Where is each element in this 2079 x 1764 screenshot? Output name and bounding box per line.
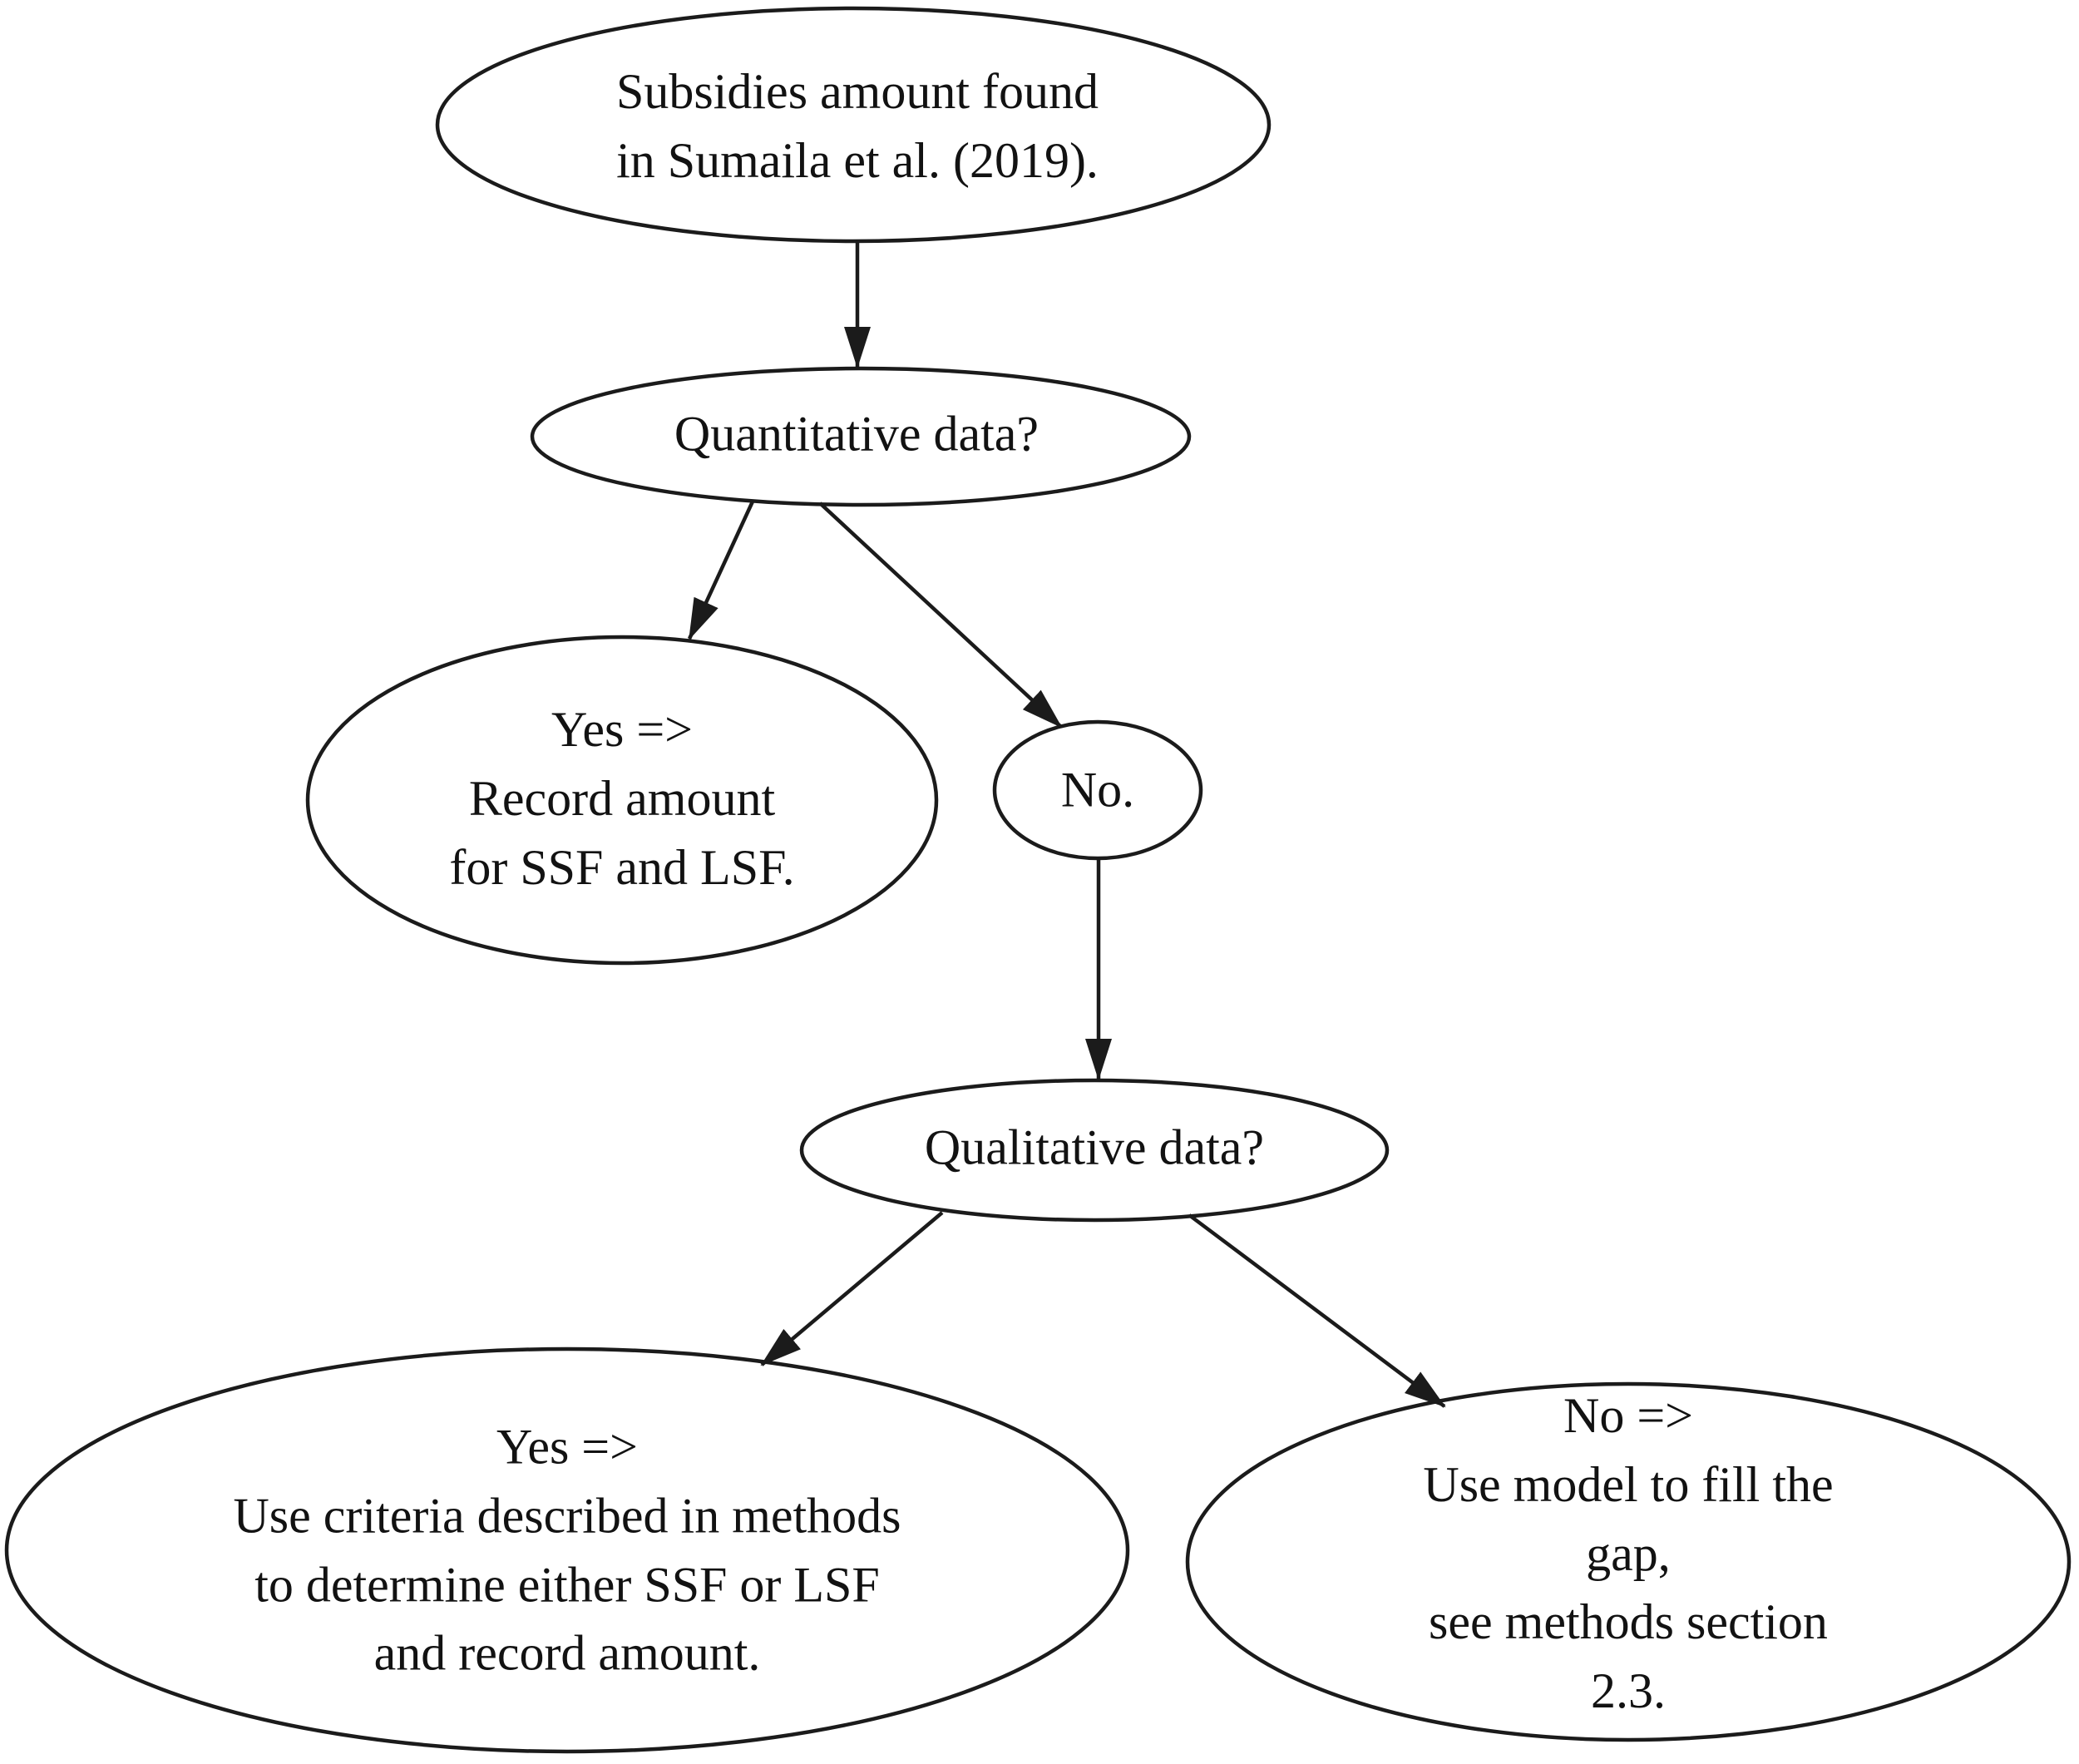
- node-label-yes-criteria: Yes => Use criteria described in methods…: [233, 1419, 901, 1681]
- arrow-qualitative-to-yes-criteria: [760, 1211, 944, 1366]
- node-ellipse-no-model: [1185, 1381, 2072, 1742]
- node-ellipse-start: [435, 6, 1272, 244]
- node-label-qualitative: Qualitative data?: [924, 1119, 1265, 1175]
- node-label-yes-record: Yes => Record amount for SSF and LSF.: [449, 701, 795, 895]
- arrow-quantitative-to-no: [818, 502, 1063, 729]
- node-ellipse-no: [992, 719, 1203, 861]
- node-ellipse-yes-criteria: [4, 1346, 1130, 1754]
- node-ellipse-quantitative: [530, 366, 1192, 507]
- node-label-start: Subsidies amount found in Sumaila et al.…: [616, 64, 1099, 188]
- node-ellipse-qualitative: [799, 1078, 1390, 1223]
- node-ellipse-yes-record: [305, 635, 939, 966]
- node-label-no-model: No => Use model to fill the gap, see met…: [1423, 1388, 1834, 1719]
- node-label-no: No.: [1060, 762, 1135, 818]
- node-label-quantitative: Quantitative data?: [674, 406, 1040, 462]
- arrow-qualitative-to-no-model: [1188, 1213, 1446, 1408]
- arrow-quantitative-to-yes-record: [687, 501, 755, 640]
